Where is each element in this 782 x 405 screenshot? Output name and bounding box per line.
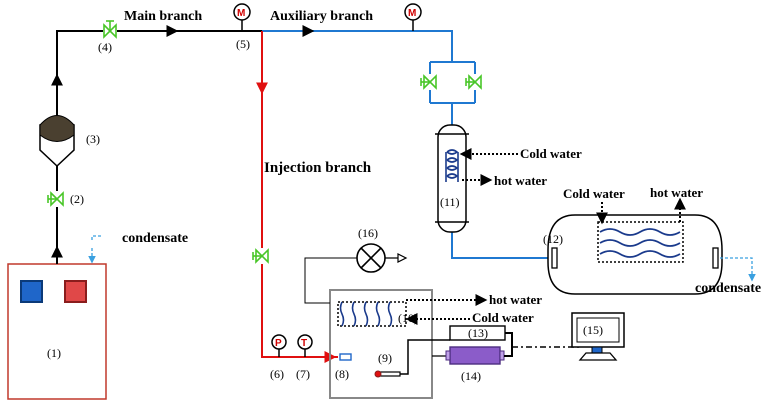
flowmeter-main-letter: M	[237, 8, 245, 19]
vertical-condenser	[435, 124, 469, 233]
tank-cold-water-label: Cold water	[563, 186, 625, 201]
condenser-cold-water-label: Cold water	[520, 146, 582, 161]
main-branch-label: Main branch	[124, 9, 202, 24]
flowmeter-aux-letter: M	[408, 8, 416, 19]
cooling-coil	[337, 301, 407, 327]
test-section-box	[329, 289, 433, 399]
steam-nozzle	[339, 353, 352, 361]
label-n13: (13)	[468, 326, 488, 340]
label-n15: (15)	[583, 323, 603, 337]
aux-valve-right	[465, 74, 482, 90]
label-n11: (11)	[440, 195, 460, 209]
label-n9: (9)	[378, 351, 392, 365]
flowmeter-aux: M	[404, 3, 422, 31]
label-n6: (6)	[270, 367, 284, 381]
thermocouple-probe	[374, 339, 450, 378]
auxiliary-line	[262, 30, 552, 259]
tank-condensate-line	[720, 257, 756, 282]
vacuum-pump	[304, 243, 408, 304]
steam-separator	[39, 115, 75, 168]
condenser-hot-water-label: hot water	[494, 173, 547, 188]
label-n5: (5)	[236, 37, 250, 51]
injection-line	[261, 31, 338, 358]
injection-valve	[252, 248, 269, 264]
steam-generator: (1)	[7, 263, 107, 400]
horizontal-condensing-tank	[547, 214, 723, 295]
aux-valve-left	[420, 74, 437, 90]
temperature-gauge-letter: T	[301, 338, 307, 349]
coil-hot-water-label: hot water	[489, 292, 542, 307]
valve-4	[103, 20, 117, 39]
label-n4: (4)	[98, 40, 112, 54]
auxiliary-branch-label: Auxiliary branch	[270, 9, 373, 24]
label-n14: (14)	[461, 369, 481, 383]
pressure-gauge: P	[271, 334, 287, 357]
computer-monitor	[512, 312, 625, 361]
main-steam-line	[56, 30, 262, 264]
red-control-button	[64, 280, 87, 303]
label-n1: (1)	[47, 346, 61, 360]
flowmeter-main: M	[233, 3, 251, 31]
boiler-condensate-line	[88, 235, 103, 264]
label-n8: (8)	[335, 367, 349, 381]
blue-control-button	[20, 280, 43, 303]
condensate-label-tank: condensate	[695, 281, 761, 296]
temperature-gauge: T	[297, 334, 313, 357]
pressure-gauge-letter: P	[275, 338, 282, 349]
injection-branch-label: Injection branch	[264, 160, 372, 176]
label-n3: (3)	[86, 132, 100, 146]
daq-device	[432, 332, 513, 365]
condensate-label-boiler: condensate	[122, 231, 188, 246]
tank-hot-water-label: hot water	[650, 185, 703, 200]
coil-cold-water-label: Cold water	[472, 310, 534, 325]
label-n7: (7)	[296, 367, 310, 381]
valve-2	[47, 191, 64, 207]
label-n12: (12)	[543, 232, 563, 246]
label-n16: (16)	[358, 226, 378, 240]
label-n2: (2)	[70, 192, 84, 206]
